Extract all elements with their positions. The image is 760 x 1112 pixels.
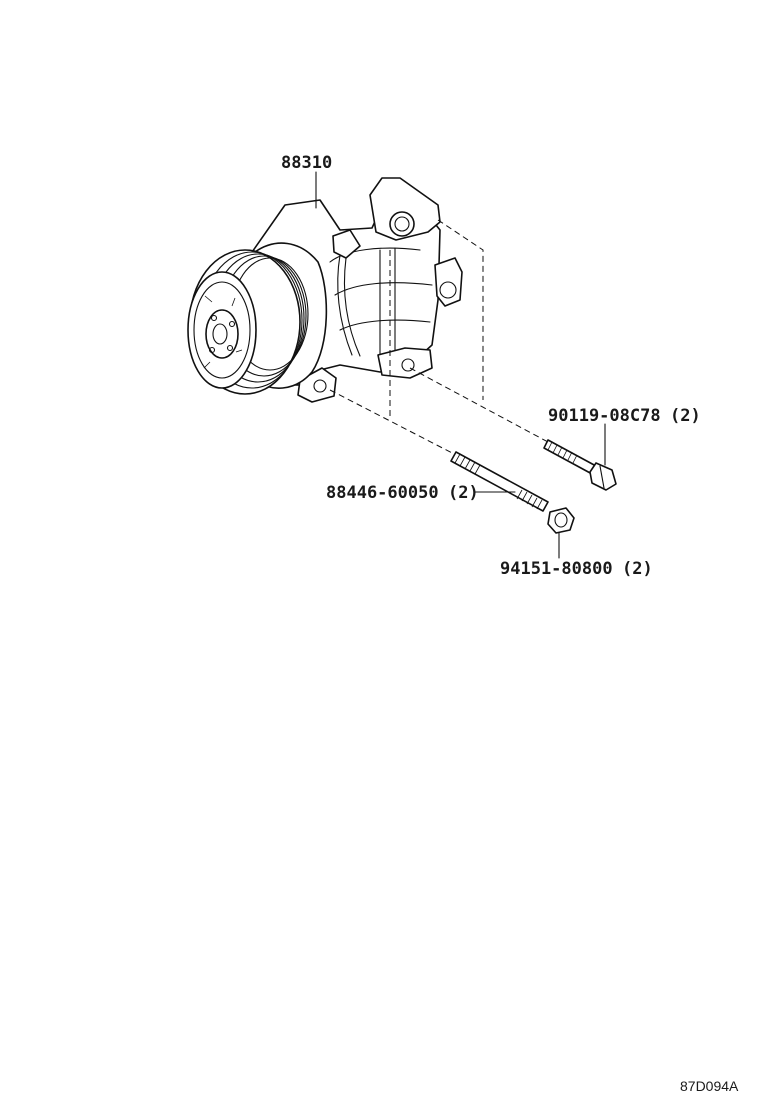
leader-lines	[315, 171, 606, 559]
part-number-label: 88310	[281, 153, 332, 173]
assembly-guide-lines	[329, 219, 549, 457]
ac-compressor-illustration	[187, 177, 463, 403]
part-number-label: 88446-60050	[326, 483, 439, 503]
part-quantity-label: (2)	[670, 406, 701, 426]
part-quantity-label: (2)	[622, 559, 653, 579]
part-quantity-label: (2)	[448, 483, 479, 503]
part-number-label: 90119-08C78	[548, 406, 661, 426]
part-number-label: 94151-80800	[500, 559, 613, 579]
diagram-code: 87D094A	[680, 1078, 739, 1094]
nut-illustration	[547, 507, 575, 534]
stud-bolt-illustration	[450, 451, 549, 512]
flange-bolt-illustration	[543, 439, 617, 491]
